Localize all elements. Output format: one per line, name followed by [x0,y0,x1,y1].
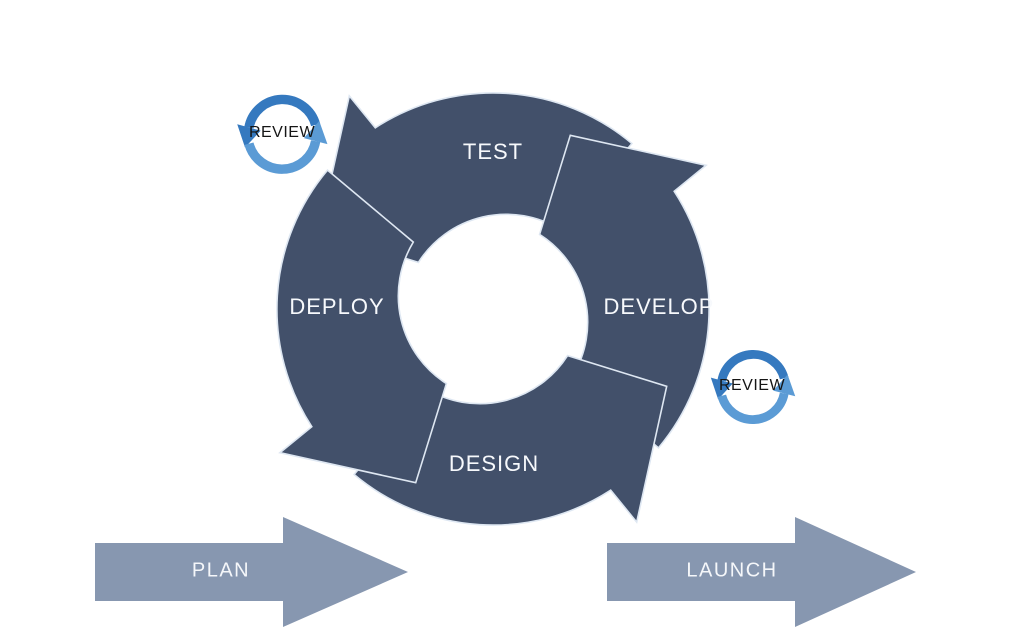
review-label-right: REVIEW [718,377,786,394]
plan-arrow-shape [95,517,408,627]
review-label-top-left: REVIEW [248,124,316,141]
launch-arrow-shape [607,517,916,627]
cycle-label-develop: DEVELOP [603,294,715,319]
cycle-arrow-deploy [276,168,448,484]
flow-arrows [95,517,916,627]
review-arrowhead-left [710,377,733,400]
review-arc-top [244,94,321,129]
review-loop-icon-top-left [237,94,328,174]
cycle-label-design: DESIGN [448,451,540,476]
plan-arrow-label: PLAN [191,559,251,582]
cycle-label-test: TEST [462,139,524,164]
review-arc-top [717,350,789,382]
cycle-ring [276,92,710,526]
review-arc-bottom [244,140,321,174]
review-arrowhead-left [237,124,261,148]
cycle-label-deploy: DEPLOY [289,294,385,319]
review-arrowhead-right [773,374,796,397]
review-arc-bottom [717,392,789,424]
launch-arrow-label: LAUNCH [686,559,778,582]
review-loop-icon-right [710,350,796,424]
review-arrowhead-right [303,120,328,145]
